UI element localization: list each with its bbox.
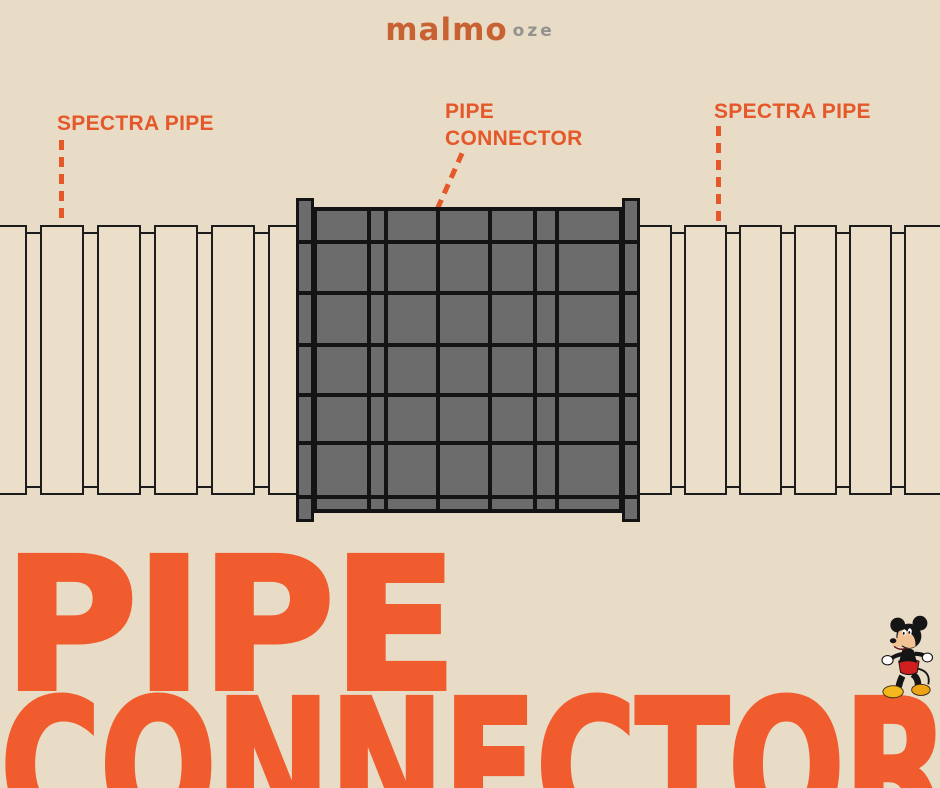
pipe-ridge <box>211 225 255 495</box>
pipe-recess <box>84 232 97 488</box>
pipe-ridge <box>794 225 837 495</box>
pipe-recess <box>255 232 268 488</box>
pipe-ridge <box>97 225 141 495</box>
connector-grid-hline <box>296 393 640 397</box>
mickey-rear-leg <box>910 671 922 686</box>
mickey-mouth <box>893 645 908 650</box>
corrugated-pipe-left <box>0 223 298 497</box>
connector-grid-vline <box>384 211 388 509</box>
mickey-pupil-right <box>908 630 911 634</box>
mickey-front-leg <box>895 674 906 688</box>
pipe-recess <box>141 232 154 488</box>
pipe-recess <box>837 232 849 488</box>
headline-connector: CONNECTOR <box>0 661 940 788</box>
connector-body <box>313 207 623 513</box>
corrugated-pipe-right <box>638 223 940 497</box>
connector-grid-hline <box>296 343 640 347</box>
pipe-ridge <box>154 225 198 495</box>
pipe-ridge <box>849 225 892 495</box>
pipe-recess <box>672 232 684 488</box>
brand-logo-text: malmo <box>385 12 508 48</box>
pipe-ridge <box>40 225 84 495</box>
mickey-glove-right <box>921 652 934 663</box>
pipe-ridge <box>0 225 27 495</box>
connector-grid-hline <box>296 291 640 295</box>
connector-grid-vline <box>436 211 440 509</box>
label-pipe-connector-line2: CONNECTOR <box>445 127 583 150</box>
mickey-tail <box>916 667 930 685</box>
mickey-torso <box>898 648 918 664</box>
pipe-ridge <box>904 225 940 495</box>
label-spectra-pipe-left: SPECTRA PIPE <box>57 112 214 135</box>
mickey-mouse-mascot <box>881 615 934 699</box>
pipe-recess <box>198 232 211 488</box>
mickey-nose <box>889 638 897 644</box>
label-pipe-connector: PIPE CONNECTOR <box>445 98 583 152</box>
connector-flange-left <box>296 198 314 522</box>
pipe-ridge <box>684 225 727 495</box>
pipe-end-ridge <box>268 225 298 495</box>
connector-grid-hline <box>296 240 640 244</box>
pipe-recess <box>782 232 794 488</box>
connector-grid-hline <box>296 495 640 499</box>
connector-flange-right <box>622 198 640 522</box>
pipe-end-ridge <box>638 225 672 495</box>
headline-pipe: PIPE <box>1 519 460 733</box>
brand-logo-suffix: oze <box>512 21 555 41</box>
mickey-pupil-left <box>902 631 905 635</box>
label-spectra-pipe-right: SPECTRA PIPE <box>714 100 871 123</box>
leader-line-left <box>59 140 64 268</box>
connector-grid-vline <box>555 211 559 509</box>
connector-grid-hline <box>296 441 640 445</box>
pipe-recess <box>892 232 904 488</box>
pipe-recess <box>27 232 40 488</box>
mickey-rear-shoe <box>911 683 931 696</box>
pipe-connector-illustration <box>296 198 640 522</box>
leader-line-right <box>716 126 721 255</box>
connector-grid-vline <box>367 211 371 509</box>
pipe-recess <box>727 232 739 488</box>
connector-grid-vline <box>533 211 537 509</box>
connector-grid-vline <box>488 211 492 509</box>
mickey-front-shoe <box>882 685 904 699</box>
mickey-glove-left <box>881 655 894 666</box>
pipe-ridge <box>739 225 782 495</box>
label-pipe-connector-line1: PIPE <box>445 100 495 123</box>
